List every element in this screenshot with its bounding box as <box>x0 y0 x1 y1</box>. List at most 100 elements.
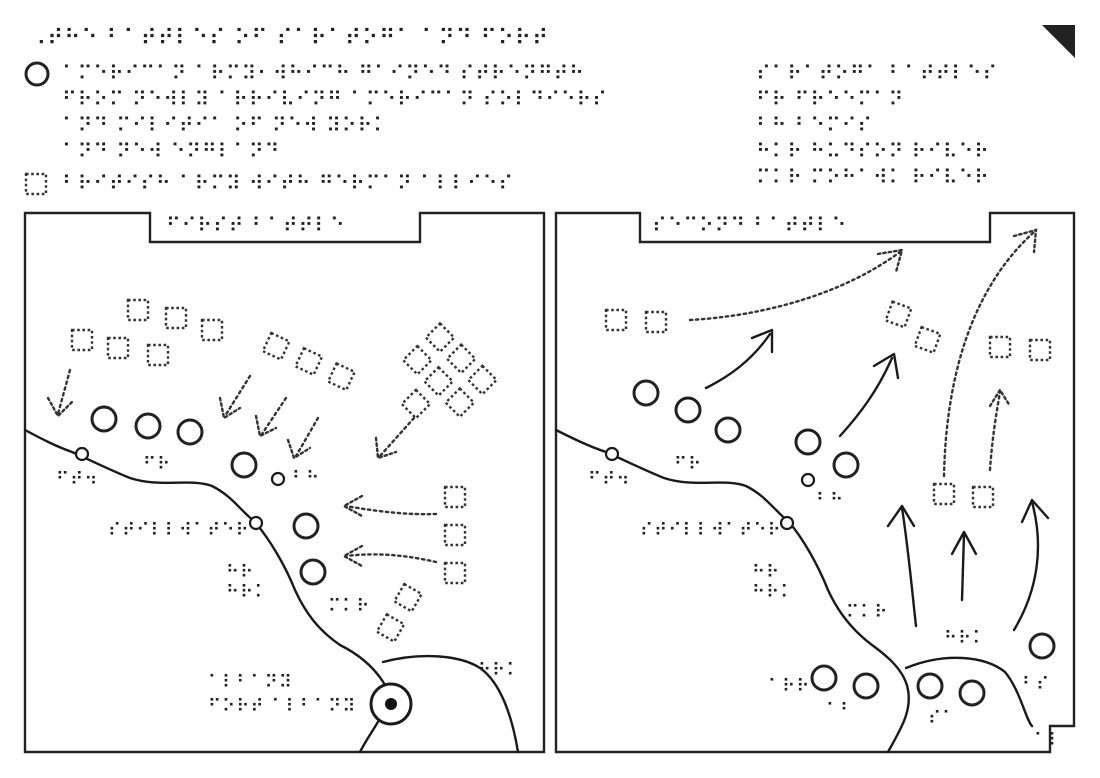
legend-right-1: ⠎⠁⠗⠁⠞⠕⠛⠁ ⠃⠁⠞⠞⠇⠑⠎ <box>756 61 998 85</box>
attack-arrow-head <box>46 396 74 418</box>
british-group-center <box>932 482 995 509</box>
legend-right-2: ⠋⠗ ⠋⠗⠑⠑⠍⠁⠝ <box>756 87 904 111</box>
right-panel-title: ⠎⠑⠉⠕⠝⠙ ⠃⠁⠞⠞⠇⠑ <box>652 213 847 237</box>
advance-arrow-head <box>886 504 916 528</box>
first-battle-panel: ⠋⠊⠗⠎⠞ ⠃⠁⠞⠞⠇⠑ ⠋⠞⠲ ⠋⠗ ⠃⠓ ⠎⠞⠊⠇⠇⠺⠁⠞⠑⠗ ⠓⠗ ⠓⠗⠅… <box>23 211 546 754</box>
retreat-arrow-head <box>988 387 1012 408</box>
american-unit <box>1028 632 1056 660</box>
american-unit <box>292 512 320 540</box>
attack-arrow-head <box>341 544 364 568</box>
label-mkr-left: ⠍⠅⠗ <box>328 596 371 617</box>
label-hr-right: ⠓⠗ <box>752 562 780 583</box>
legend-line-1: ⠁⠍⠑⠗⠊⠉⠁⠝ ⠁⠗⠍⠽⠂⠺⠓⠊⠉⠓ ⠛⠁⠊⠝⠑⠙ ⠎⠞⠗⠑⠝⠛⠞⠓ <box>62 61 585 85</box>
label-stillwater-left: ⠎⠞⠊⠇⠇⠺⠁⠞⠑⠗ <box>108 520 250 541</box>
legend-line-4: ⠁⠝⠙ ⠝⠑⠺ ⠑⠝⠛⠇⠁⠝⠙ <box>62 139 280 163</box>
british-group-n <box>261 331 356 392</box>
town-marker-stillwater <box>248 515 264 531</box>
advance-arrow-head <box>872 352 900 380</box>
town-marker-bh <box>270 471 286 487</box>
label-bh-left: ⠋⠗ <box>143 454 171 475</box>
british-group-se <box>375 582 423 643</box>
american-unit <box>230 451 258 479</box>
american-unit <box>176 418 204 446</box>
attack-arrow <box>56 368 72 416</box>
attack-arrow-head <box>374 436 398 460</box>
retreat-arrow <box>988 390 1002 472</box>
label-sa-right: ⠎⠁ <box>928 708 956 729</box>
right-panel-frame <box>554 211 1076 754</box>
label-albany-2: ⠋⠕⠗⠞ ⠁⠇⠃⠁⠝⠽ <box>208 696 357 717</box>
label-corner-right: ⠁⠇ <box>1034 730 1062 751</box>
label-bh2-left: ⠃⠓ <box>292 468 320 489</box>
albany-marker-inner <box>385 698 397 710</box>
american-unit <box>958 679 986 707</box>
legend-right-3: ⠃⠓ ⠃⠑⠍⠊⠎ <box>756 113 873 137</box>
advance-arrow <box>1012 500 1040 632</box>
american-unit <box>832 451 860 479</box>
page-title: ⠠⠞⠓⠑ ⠃⠁⠞⠞⠇⠑⠎ ⠕⠋ ⠎⠁⠗⠁⠞⠕⠛⠁ ⠁⠝⠙ ⠋⠕⠗⠞ <box>30 26 549 51</box>
advance-arrow <box>838 356 894 438</box>
british-group-mid <box>884 300 942 354</box>
advance-arrow <box>960 532 966 602</box>
british-group-w <box>604 308 668 334</box>
attack-arrow <box>294 416 320 458</box>
advance-arrow-head <box>750 328 774 354</box>
town-marker-fr <box>604 446 620 462</box>
town-marker-stillwater <box>779 515 795 531</box>
attack-arrow <box>378 416 416 458</box>
american-unit <box>794 428 822 456</box>
attack-arrow <box>223 374 252 418</box>
american-unit <box>810 664 838 692</box>
left-panel-title: ⠋⠊⠗⠎⠞ ⠃⠁⠞⠞⠇⠑ <box>166 213 346 237</box>
british-group-e <box>443 485 467 585</box>
legend-line-2: ⠋⠗⠕⠍ ⠝⠑⠺⠇⠽ ⠁⠗⠗⠊⠧⠊⠝⠛ ⠁⠍⠑⠗⠊⠉⠁⠝ ⠎⠕⠇⠙⠊⠑⠗⠎ <box>62 87 608 111</box>
town-marker-bh <box>800 472 816 488</box>
label-hrk-left: ⠓⠗⠅ <box>478 660 521 681</box>
retreat-arrow-head <box>1012 228 1038 254</box>
legend-line-5: ⠃⠗⠊⠞⠊⠎⠓ ⠁⠗⠍⠽ ⠺⠊⠞⠓ ⠛⠑⠗⠍⠁⠝ ⠁⠇⠇⠊⠑⠎ <box>62 171 514 195</box>
label-ft-right: ⠋⠞⠲ <box>588 469 631 490</box>
label-hrk-right: ⠓⠗⠅ <box>944 628 987 649</box>
label-arr-right: ⠁⠗⠗ <box>768 676 811 697</box>
label-hrk-right-a: ⠓⠗⠅ <box>752 582 795 603</box>
legend-american-symbol <box>24 61 50 87</box>
american-unit <box>134 412 162 440</box>
legend-line-3: ⠁⠝⠙ ⠍⠊⠇⠊⠞⠊⠁ ⠕⠋ ⠝⠑⠺ ⠽⠕⠗⠅ <box>62 113 389 137</box>
river-bank-right <box>904 656 1034 728</box>
british-group-nw <box>70 298 224 367</box>
legend-right-4: ⠓⠅⠗ ⠓⠥⠙⠎⠕⠝ ⠗⠊⠧⠑⠗ <box>756 139 990 163</box>
advance-arrow <box>900 506 918 628</box>
label-bh-right: ⠃⠓ <box>816 490 844 511</box>
label-mkr-right: ⠍⠅⠗ <box>846 602 889 623</box>
attack-arrow <box>260 396 288 436</box>
american-unit <box>299 558 327 586</box>
british-group-e <box>988 335 1052 362</box>
american-unit <box>852 672 880 700</box>
river-bank-left <box>381 654 520 754</box>
label-stillwater-right: ⠎⠞⠊⠇⠇⠺⠁⠞⠑⠗ <box>640 520 782 541</box>
retreat-arrow <box>942 230 1036 478</box>
left-panel-frame <box>23 211 546 754</box>
attack-arrow-head <box>218 396 242 420</box>
attack-arrow <box>344 504 438 516</box>
american-unit <box>916 672 944 700</box>
label-fr-right: ⠋⠗ <box>674 454 702 475</box>
retreat-arrow-head <box>876 248 904 274</box>
american-unit <box>632 379 660 407</box>
advance-arrow-head <box>950 530 978 556</box>
legend-right-5: ⠍⠅⠗ ⠍⠕⠓⠁⠺⠅ ⠗⠊⠧⠑⠗ <box>756 165 990 189</box>
label-fr-left: ⠋⠞⠲ <box>56 469 99 490</box>
british-group-ne <box>400 322 498 420</box>
american-unit <box>714 416 742 444</box>
american-unit <box>90 405 118 433</box>
advance-arrow <box>704 332 772 390</box>
legend-british-symbol <box>24 172 48 196</box>
label-albany-1: ⠁⠇⠃⠁⠝⠽ <box>208 672 293 693</box>
label-hr-left: ⠓⠗ <box>226 562 254 583</box>
american-unit <box>674 396 702 424</box>
attack-arrow-head <box>286 438 312 460</box>
town-marker-fr <box>74 446 90 462</box>
label-bs-right: ⠃⠎ <box>1022 674 1050 695</box>
retreat-arrow <box>688 250 902 322</box>
